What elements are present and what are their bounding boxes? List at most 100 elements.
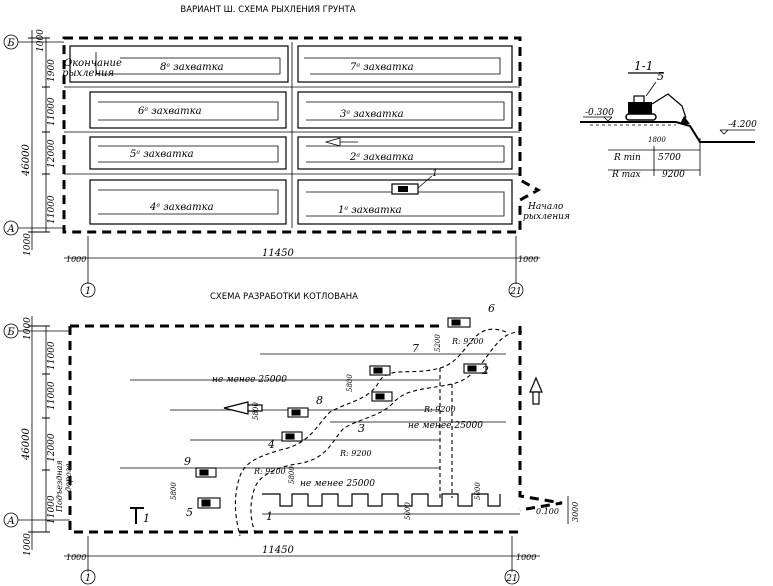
axis-bubble-1 [80,569,96,585]
axis-label: 21 [505,574,517,584]
axis-bubble-21 [504,569,520,585]
radius-label: R: 9200 [423,405,456,414]
dim: 11000 [47,381,57,410]
haul-road [250,331,523,537]
min-distance-label: не менее 25000 [300,479,375,489]
dim: 1000 [518,255,538,264]
road-label: Подъездная [55,460,64,513]
zone-label: 7ᵃ захватка [350,62,414,73]
dim: 5800 [170,482,178,500]
excavator-symbol: 1 [391,169,438,195]
up-arrow [529,376,543,393]
r-max-value: 9200 [662,170,685,180]
section-1-1: 1-1 5 -0.300 -4.200 1800 R min 5700 R ma… [580,59,757,180]
machine-number: 6 [488,302,495,315]
dim: 12000 [47,139,57,168]
section-mark-label: 1 [143,512,150,525]
machine-number: 2 [481,364,489,377]
level-mark: -4.200 [728,120,757,130]
dim: 5200 [434,334,442,352]
r-min-value: 5700 [658,153,681,163]
min-distance-label: не менее 25000 [408,421,483,431]
zone-label: 4ᵃ захватка [149,202,214,213]
dim: 5000 [474,482,482,500]
pit-boundary [68,324,563,534]
dim: 11000 [47,195,57,224]
machine-number: 8 [316,394,323,407]
haul-road [439,368,453,498]
axis-bubble-1 [80,282,96,298]
start-label-line1: Начало [527,202,564,212]
zone-label: 3ᵃ захватка [340,109,404,120]
zone-8: 8ᵃ захватка [69,45,289,83]
dim: 3000 [571,502,580,522]
start-label-line2: рыхления [523,212,570,222]
pit-boundary [62,36,542,234]
dim: 5800 [252,402,260,420]
dim: 1000 [23,233,33,256]
zone-label: 5ᵃ захватка [130,149,194,160]
r-max-label: R max [611,170,641,180]
axis-bubble-21 [508,282,524,298]
excavator-icon [625,93,690,124]
total-height: 46000 [21,144,32,177]
haul-road [234,328,507,537]
dim: 5000 [404,502,412,520]
min-distance-label: не менее 25000 [212,375,287,385]
dim: 5800 [288,466,296,484]
axis-label: 1 [85,286,91,297]
machine-number: 1 [432,169,438,179]
radius-label: R: 9200 [339,449,372,458]
axis-label: 1 [85,573,91,584]
road-label: дорога [64,463,73,492]
dim: 1000 [23,317,33,340]
dim: 1000 [66,553,86,562]
machine-symbols [195,317,487,509]
dim: 1800 [648,136,666,144]
zone-4: 4ᵃ захватка [89,179,287,225]
total-height: 46000 [21,428,32,461]
zone-label: 2ᵃ захватка [349,152,414,163]
end-label-line2: рыхления [62,68,114,79]
zone-3: 3ᵃ захватка [297,91,513,129]
loosening-scheme: 8ᵃ захватка 7ᵃ захватка 6ᵃ захватка 3ᵃ з… [3,29,570,298]
zone-7: 7ᵃ захватка [297,45,513,83]
dim: 11000 [47,97,57,126]
axis-label: А [6,516,15,527]
level-mark: 0.100 [536,507,559,516]
axis-label: 21 [509,287,521,297]
zone-label: 1ᵃ захватка [338,205,402,216]
level-mark: -0.300 [585,108,614,118]
dim: 11000 [47,495,57,524]
ground-profile [580,121,755,143]
left-arrow [223,401,249,415]
machine-number: 7 [412,342,419,355]
radius-label: R: 9200 [451,337,484,346]
zone-2: 2ᵃ захватка [297,136,513,170]
direction-arrow [324,137,358,147]
dim: 1900 [47,59,57,82]
axis-label: Б [6,327,15,338]
dim: 5800 [346,374,354,392]
dim: 1000 [516,553,536,562]
bottom-scheme-title: СХЕМА РАЗРАБОТКИ КОТЛОВАНА [210,292,358,302]
r-min-label: R min [613,153,641,163]
dim: 11450 [262,248,294,259]
axis-label: А [6,224,15,235]
section-title: 1-1 [634,59,653,73]
zone-label: 8ᵃ захватка [160,62,224,73]
top-scheme-title: ВАРИАНТ Ш. СХЕМА РЫХЛЕНИЯ ГРУНТА [180,5,355,15]
dim: 1000 [66,255,86,264]
radius-label: R: 9200 [253,467,286,476]
dim: 1000 [23,533,33,556]
end-label-line1: Окончание [64,58,122,69]
dim: 12000 [47,433,57,462]
machine-number: 3 [358,422,365,435]
section-mark [130,507,144,524]
machine-number: 5 [657,70,664,83]
excavation-scheme: 1 2 3 4 5 6 7 8 9 не менее 25000 не мене… [3,302,580,585]
machine-number: 5 [186,506,193,519]
machine-number: 9 [184,455,191,468]
trench-profile [262,493,501,507]
